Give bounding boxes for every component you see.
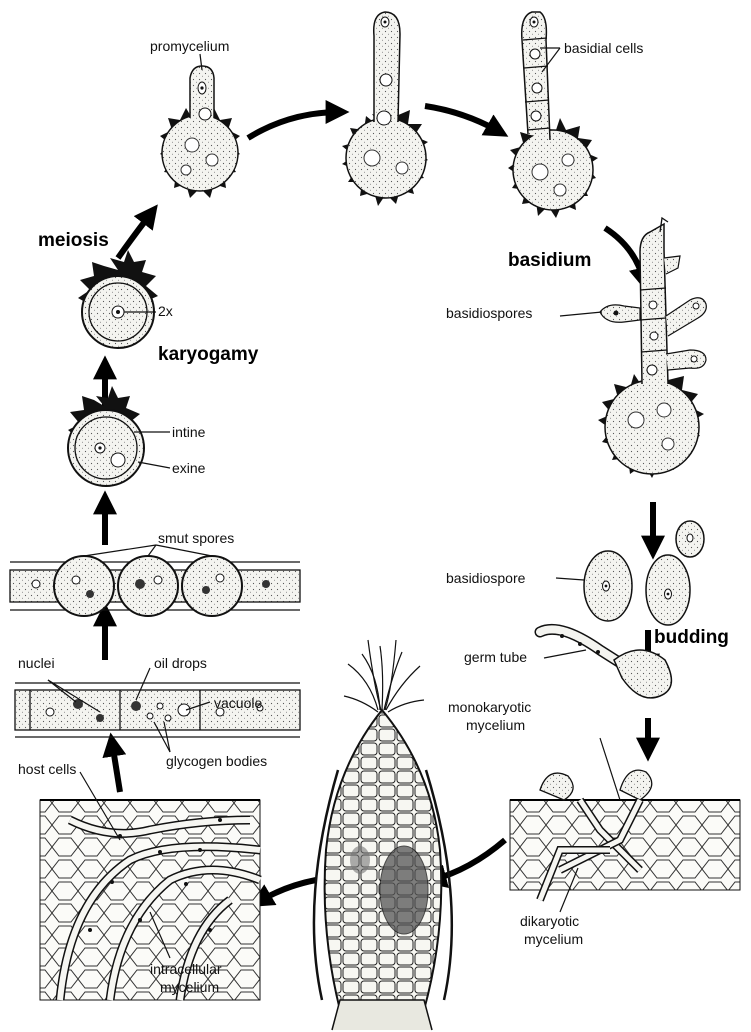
- label-monokaryotic-line1: monokaryotic: [448, 699, 531, 715]
- label-monokaryotic-line2: mycelium: [466, 717, 525, 733]
- label-2x: 2x: [158, 303, 173, 319]
- smut-spores-chain: [10, 556, 300, 616]
- label-promycelium: promycelium: [150, 38, 229, 54]
- label-basidiospore: basidiospore: [446, 570, 526, 586]
- arrow-host-up: [112, 742, 120, 792]
- basidium-with-basidiospores: [598, 218, 706, 478]
- arrow-ear-to-host: [258, 880, 316, 902]
- stage-meiosis: meiosis: [38, 230, 109, 251]
- mature-teliospore: [68, 386, 144, 486]
- label-intine: intine: [172, 424, 206, 440]
- dikaryotic-mycelium-tissue: [510, 770, 740, 900]
- label-germ-tube: germ tube: [464, 649, 527, 665]
- label-vacuole: vacuole: [214, 695, 262, 711]
- label-intracellular-line1: intracellular: [150, 961, 222, 977]
- basidiospore-budding: [584, 521, 704, 625]
- label-glycogen-bodies: glycogen bodies: [166, 753, 267, 769]
- label-exine: exine: [172, 460, 206, 476]
- karyogamy-spore: [78, 250, 158, 348]
- label-smut-spores: smut spores: [158, 530, 234, 546]
- germinating-spore-germ-tube: [540, 629, 671, 698]
- silk-threads: [344, 640, 424, 712]
- arrow-mycelium-to-ear: [432, 840, 505, 880]
- arrow-promycelium-to-elongation: [248, 112, 340, 138]
- label-oil-drops: oil drops: [154, 655, 207, 671]
- stage-karyogamy: karyogamy: [158, 344, 259, 365]
- arrow-elongation-to-basidial: [425, 106, 500, 132]
- label-dikaryotic-line1: dikaryotic: [520, 913, 579, 929]
- arrow-basidial-to-basidiospores: [605, 228, 644, 282]
- label-dikaryotic-line2: mycelium: [524, 931, 583, 947]
- label-basidiospores: basidiospores: [446, 305, 532, 321]
- label-intracellular-line2: mycelium: [160, 979, 219, 995]
- label-nuclei: nuclei: [18, 655, 55, 671]
- stage-budding: budding: [654, 627, 729, 648]
- elongating-promycelium: [342, 12, 428, 206]
- label-basidial-cells: basidial cells: [564, 40, 643, 56]
- arrow-karyogamy-to-meiosis: [118, 212, 152, 258]
- label-host-cells: host cells: [18, 761, 76, 777]
- infected-corn-ear: [314, 640, 452, 1030]
- promycelium-spore: [160, 66, 240, 198]
- stage-basidium: basidium: [508, 250, 591, 271]
